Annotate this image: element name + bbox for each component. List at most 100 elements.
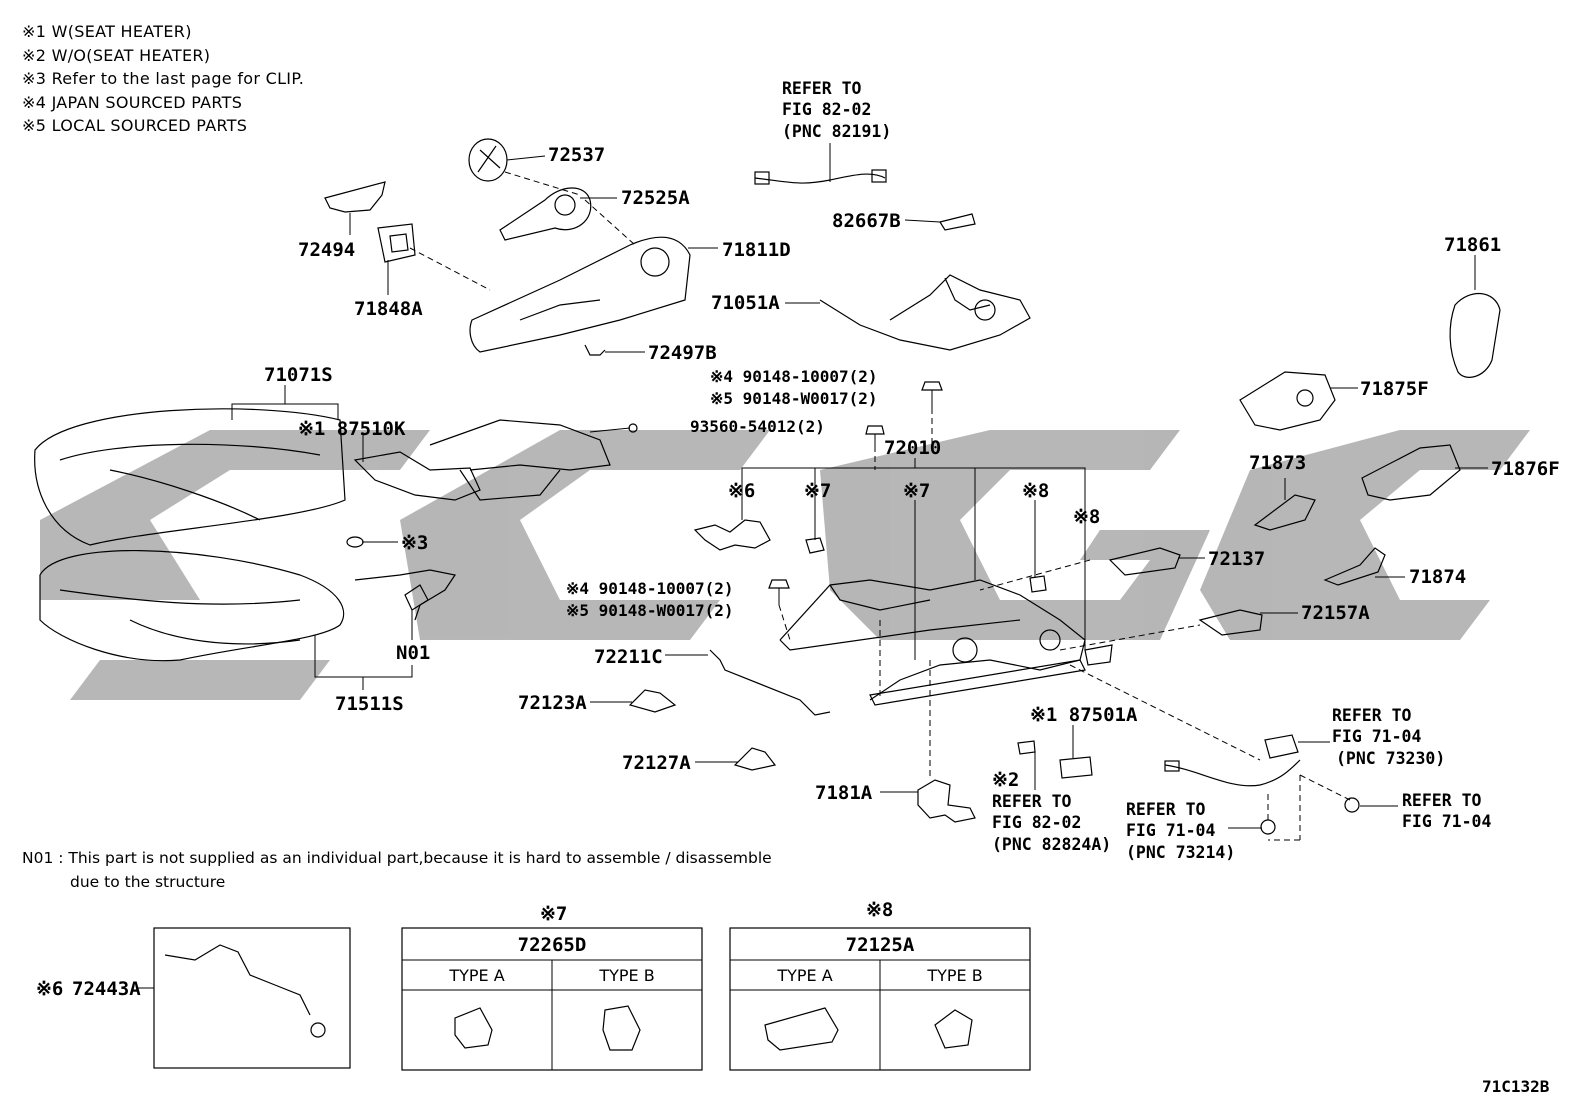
ref1-line3: (PNC 82191) <box>782 122 891 141</box>
seat-frame-72010-drawing <box>779 579 1086 706</box>
bracket-71873-drawing <box>1253 494 1316 531</box>
label-71071S: 71071S <box>264 364 333 386</box>
ref4-line1: REFER TO <box>1332 706 1412 725</box>
clip-72125A-type-b-drawing <box>934 1009 973 1049</box>
table-mid-col-b: TYPE B <box>598 966 654 985</box>
refer-labels: REFER TO FIG 82-02 (PNC 82191) REFER TO … <box>782 79 1491 862</box>
cover-82667B-drawing <box>939 213 976 231</box>
label-7181A: 7181A <box>815 782 873 804</box>
marker-8b: ※8 <box>1073 506 1100 528</box>
label-71876F: 71876F <box>1491 458 1560 480</box>
marker-8a: ※8 <box>1022 480 1049 502</box>
label-72137: 72137 <box>1208 548 1265 570</box>
ref1-line1: REFER TO <box>782 79 862 98</box>
table-mid-marker: ※7 <box>540 903 567 925</box>
label-72537: 72537 <box>548 144 605 166</box>
ref3-line2: FIG 71-04 <box>1126 821 1215 840</box>
label-N01: N01 <box>396 642 430 664</box>
clip-drawing <box>346 536 364 548</box>
figure-code: 71C132B <box>1482 1077 1550 1096</box>
note-3: ※3 Refer to the last page for CLIP. <box>22 69 305 88</box>
label-87501A: ※1 87501A <box>1030 704 1138 726</box>
footnote-line-2: due to the structure <box>70 873 226 891</box>
dashed-leaders <box>409 171 1351 841</box>
bolt-mid-japan: ※4 90148-10007(2) <box>566 579 734 598</box>
clip-72497B-drawing <box>584 344 606 356</box>
marker-7a: ※7 <box>804 480 831 502</box>
cover-71876F-drawing <box>1361 444 1461 501</box>
seat-cushion-pad-drawing <box>39 549 345 662</box>
cover-72137-drawing <box>1108 547 1181 576</box>
table-left-marker: ※6 <box>36 978 63 1000</box>
label-72157A: 72157A <box>1301 602 1370 624</box>
label-72497B: 72497B <box>648 342 717 364</box>
table-right-col-b: TYPE B <box>926 966 982 985</box>
label-71873: 71873 <box>1249 452 1306 474</box>
label-71861: 71861 <box>1444 234 1501 256</box>
harness-72443A-drawing <box>164 944 311 1016</box>
bolt-top-local: ※5 90148-W0017(2) <box>710 389 878 408</box>
bracket-71874-drawing <box>1323 547 1386 586</box>
clip-72265D-small-drawing <box>805 537 825 554</box>
watermark-logo <box>40 430 1530 700</box>
table-72265D: ※7 72265D TYPE A TYPE B <box>401 903 703 1071</box>
bracket-7181A-drawing <box>917 779 976 823</box>
label-71874: 71874 <box>1409 566 1466 588</box>
solid-leaders <box>231 143 1488 829</box>
table-right-part: 72125A <box>846 934 915 956</box>
label-72525A: 72525A <box>621 187 690 209</box>
table-mid-part: 72265D <box>518 934 587 956</box>
clip-72125A-small-drawing <box>1029 575 1113 666</box>
ref5-line1: REFER TO <box>1402 791 1482 810</box>
label-82667B: 82667B <box>832 210 901 232</box>
cover-72123A-drawing <box>628 689 677 713</box>
table-right-col-a: TYPE A <box>776 966 832 985</box>
note-2: ※2 W/O(SEAT HEATER) <box>22 45 211 65</box>
ref5-line2: FIG 71-04 <box>1402 812 1491 831</box>
cover-72157A-drawing <box>1198 609 1263 636</box>
note-1: ※1 W(SEAT HEATER) <box>22 22 192 41</box>
ref3-line3: (PNC 73214) <box>1126 843 1235 862</box>
table-mid-col-a: TYPE A <box>448 966 504 985</box>
heater-element-drawing <box>353 419 638 501</box>
clip-72265D-type-a-drawing <box>454 1007 493 1049</box>
marker-7b: ※7 <box>903 480 930 502</box>
label-72010: 72010 <box>884 437 941 459</box>
label-72494: 72494 <box>298 239 355 261</box>
label-72123A: 72123A <box>518 692 587 714</box>
ref4-line2: FIG 71-04 <box>1332 727 1421 746</box>
table-right-marker: ※8 <box>866 899 893 921</box>
label-71051A: 71051A <box>711 292 780 314</box>
bolt-top-japan: ※4 90148-10007(2) <box>710 367 878 386</box>
footnote-n01: N01 : This part is not supplied as an in… <box>22 846 772 894</box>
ref1-line2: FIG 82-02 <box>782 100 871 119</box>
ref2-line1: REFER TO <box>992 792 1072 811</box>
harness-72443A-small-drawing <box>693 519 771 551</box>
bolts-drawing <box>768 381 943 605</box>
nut-mid-drawing <box>1260 819 1276 835</box>
cap-72537-drawing <box>468 138 508 182</box>
ref4-line3: (PNC 73230) <box>1336 749 1445 768</box>
label-87510K: ※1 87510K <box>298 418 406 440</box>
table-72443A: ※6 72443A <box>36 927 351 1069</box>
label-72211C: 72211C <box>594 646 663 668</box>
buckle-73230-drawing <box>1164 734 1301 787</box>
label-71848A: 71848A <box>354 298 423 320</box>
nut-right-drawing <box>1344 797 1360 813</box>
marker-6: ※6 <box>728 480 755 502</box>
knob-72525A-drawing <box>499 187 592 241</box>
note-5: ※5 LOCAL SOURCED PARTS <box>22 116 248 135</box>
bracket-71875F-drawing <box>1239 371 1336 431</box>
label-71811D: 71811D <box>722 239 791 261</box>
table-left-part: 72443A <box>72 978 141 1000</box>
note-4: ※4 JAPAN SOURCED PARTS <box>22 92 243 112</box>
rod-72211C-drawing <box>709 649 831 716</box>
cover-71861-drawing <box>1449 292 1501 378</box>
wire-82191-drawing <box>754 169 887 185</box>
clip-72265D-type-b-drawing <box>602 1005 641 1051</box>
nut-93560: 93560-54012(2) <box>690 417 825 436</box>
clip-72125A-type-a-drawing <box>764 1007 839 1051</box>
ref3-line1: REFER TO <box>1126 800 1206 819</box>
cover-71848A-drawing <box>377 223 416 263</box>
